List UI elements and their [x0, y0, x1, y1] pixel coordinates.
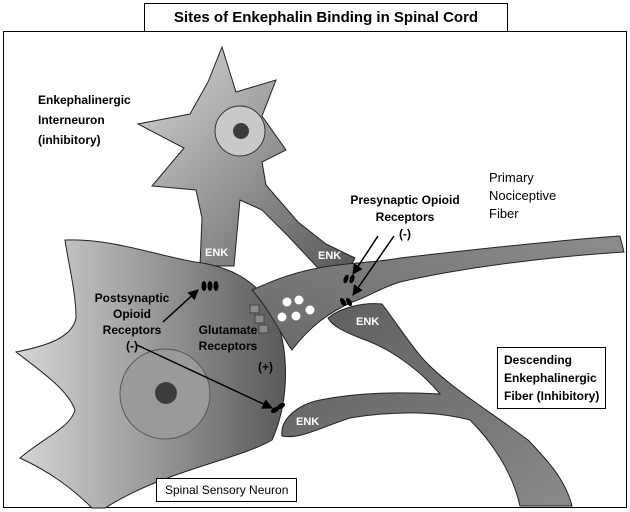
- diagram-title: Sites of Enkephalin Binding in Spinal Co…: [173, 9, 479, 26]
- arrow-presynaptic-2: [352, 235, 395, 296]
- enk-label-descending-terminal: ENK: [296, 416, 320, 428]
- arrow-postsynaptic-down: [136, 344, 273, 409]
- interneuron-nucleolus: [233, 123, 249, 139]
- glutamate-receptors: [249, 304, 269, 334]
- sensory-neuron-label: Spinal Sensory Neuron: [156, 478, 298, 502]
- postsynaptic-label: Postsynaptic Opioid Receptors (-): [94, 291, 170, 353]
- enk-label-interneuron-terminal: ENK: [318, 250, 342, 262]
- arrow-postsynaptic-up: [162, 289, 199, 323]
- title-box: Sites of Enkephalin Binding in Spinal Co…: [144, 3, 508, 32]
- arrow-presynaptic-1: [352, 235, 379, 275]
- descending-fiber-label: Descending Enkephalinergic Fiber (Inhibi…: [497, 347, 607, 409]
- interneuron-cell: [136, 45, 356, 277]
- sensory-neuron-nucleolus: [155, 382, 177, 404]
- presynaptic-label: Presynaptic Opioid Receptors (-): [350, 193, 460, 241]
- opioid-receptors-top: [201, 281, 219, 291]
- diagram-frame: [3, 31, 627, 508]
- presynaptic-opioid-receptors: [339, 274, 355, 307]
- primary-nociceptive-fiber: [251, 235, 625, 351]
- enk-label-interneuron: ENK: [205, 247, 229, 259]
- synaptic-vesicles: [277, 295, 315, 322]
- postsynaptic-opioid-receptors: [270, 402, 286, 414]
- glutamate-label: Glutamate Receptors: [198, 323, 258, 353]
- plus-label: (+): [258, 360, 273, 374]
- descending-fiber: [281, 303, 573, 507]
- interneuron-label: Enkephalinergic Interneuron (inhibitory): [38, 93, 131, 147]
- enk-label-descending: ENK: [356, 316, 380, 328]
- primary-fiber-label: Primary Nociceptive Fiber: [489, 170, 557, 221]
